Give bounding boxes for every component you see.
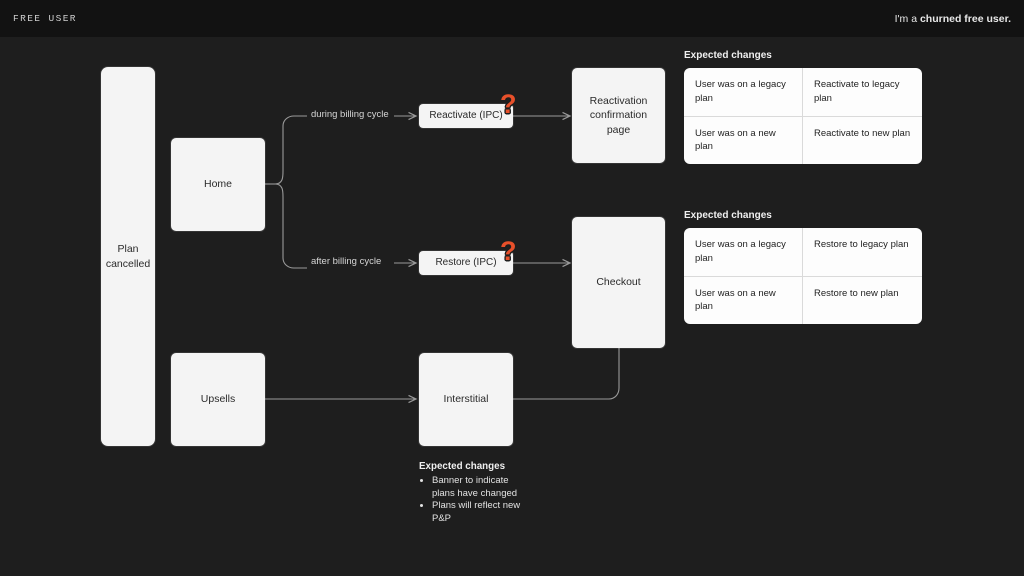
expected-changes-notes: Expected changes Banner to indicate plan… — [419, 461, 524, 526]
table-row: User was on a new plan Reactivate to new… — [684, 115, 922, 165]
expected-changes-table: User was on a legacy plan Reactivate to … — [684, 68, 922, 165]
node-upsells-label: Upsells — [200, 393, 236, 406]
node-checkout[interactable]: Checkout — [572, 217, 665, 348]
node-home[interactable]: Home — [171, 138, 265, 231]
edge-label-after-billing-cycle: after billing cycle — [311, 256, 382, 267]
table-row: User was on a legacy plan Restore to leg… — [684, 228, 922, 276]
table-cell-result: Reactivate to legacy plan — [814, 79, 900, 104]
node-home-label: Home — [203, 178, 232, 191]
flowchart-canvas: Plan cancelled Home Upsells during billi… — [0, 37, 1024, 576]
node-plan-cancelled-label: Plan cancelled — [105, 243, 151, 270]
user-tier-label: FREE USER — [13, 13, 77, 24]
node-interstitial[interactable]: Interstitial — [419, 353, 513, 446]
expected-changes-panel-restore: Expected changes User was on a legacy pl… — [684, 210, 922, 325]
question-badge-reactivate[interactable]: ? — [500, 89, 517, 119]
node-reactivation-confirmation-label: Reactivation confirmation page — [589, 95, 648, 136]
node-restore-ipc-label: Restore (IPC) — [435, 257, 497, 269]
table-row: User was on a new plan Restore to new pl… — [684, 275, 922, 325]
persona-strong: churned free user. — [919, 12, 1011, 25]
node-interstitial-label: Interstitial — [443, 393, 489, 406]
table-cell-condition: User was on a new plan — [684, 276, 803, 325]
top-header-bar: FREE USER I'm a churned free user. — [0, 0, 1024, 37]
wire-home-to-after — [274, 183, 307, 269]
node-reactivation-confirmation-page[interactable]: Reactivation confirmation page — [572, 68, 665, 163]
node-reactivate-ipc[interactable]: Reactivate (IPC) — [419, 104, 513, 128]
node-plan-cancelled[interactable]: Plan cancelled — [101, 67, 155, 446]
table-cell-condition: User was on a new plan — [684, 116, 803, 165]
table-cell-condition: User was on a legacy plan — [684, 68, 803, 116]
node-restore-ipc[interactable]: Restore (IPC) — [419, 251, 513, 275]
list-item: Banner to indicate plans have changed — [432, 475, 524, 500]
node-reactivate-ipc-label: Reactivate (IPC) — [429, 110, 503, 122]
question-badge-restore[interactable]: ? — [500, 236, 517, 266]
edge-label-during-billing-cycle: during billing cycle — [311, 109, 389, 120]
node-checkout-label: Checkout — [596, 276, 641, 289]
notes-title: Expected changes — [419, 461, 506, 472]
expected-changes-table: User was on a legacy plan Restore to leg… — [684, 228, 922, 325]
panel-title: Expected changes — [684, 50, 772, 61]
table-cell-condition: User was on a legacy plan — [684, 228, 803, 276]
panel-title: Expected changes — [684, 210, 772, 221]
expected-changes-panel-reactivate: Expected changes User was on a legacy pl… — [684, 50, 922, 165]
table-row: User was on a legacy plan Reactivate to … — [684, 68, 922, 116]
user-persona-label: I'm a churned free user. — [895, 13, 1011, 25]
table-cell-result: Restore to new plan — [814, 287, 899, 299]
list-item: Plans will reflect new P&P — [432, 500, 524, 525]
notes-list: Banner to indicate plans have changed Pl… — [419, 475, 524, 526]
persona-prefix: I'm a — [894, 12, 920, 25]
node-upsells[interactable]: Upsells — [171, 353, 265, 446]
table-cell-result: Reactivate to new plan — [814, 127, 911, 139]
table-cell-result: Restore to legacy plan — [814, 239, 909, 250]
wire-home-to-during — [274, 115, 307, 185]
